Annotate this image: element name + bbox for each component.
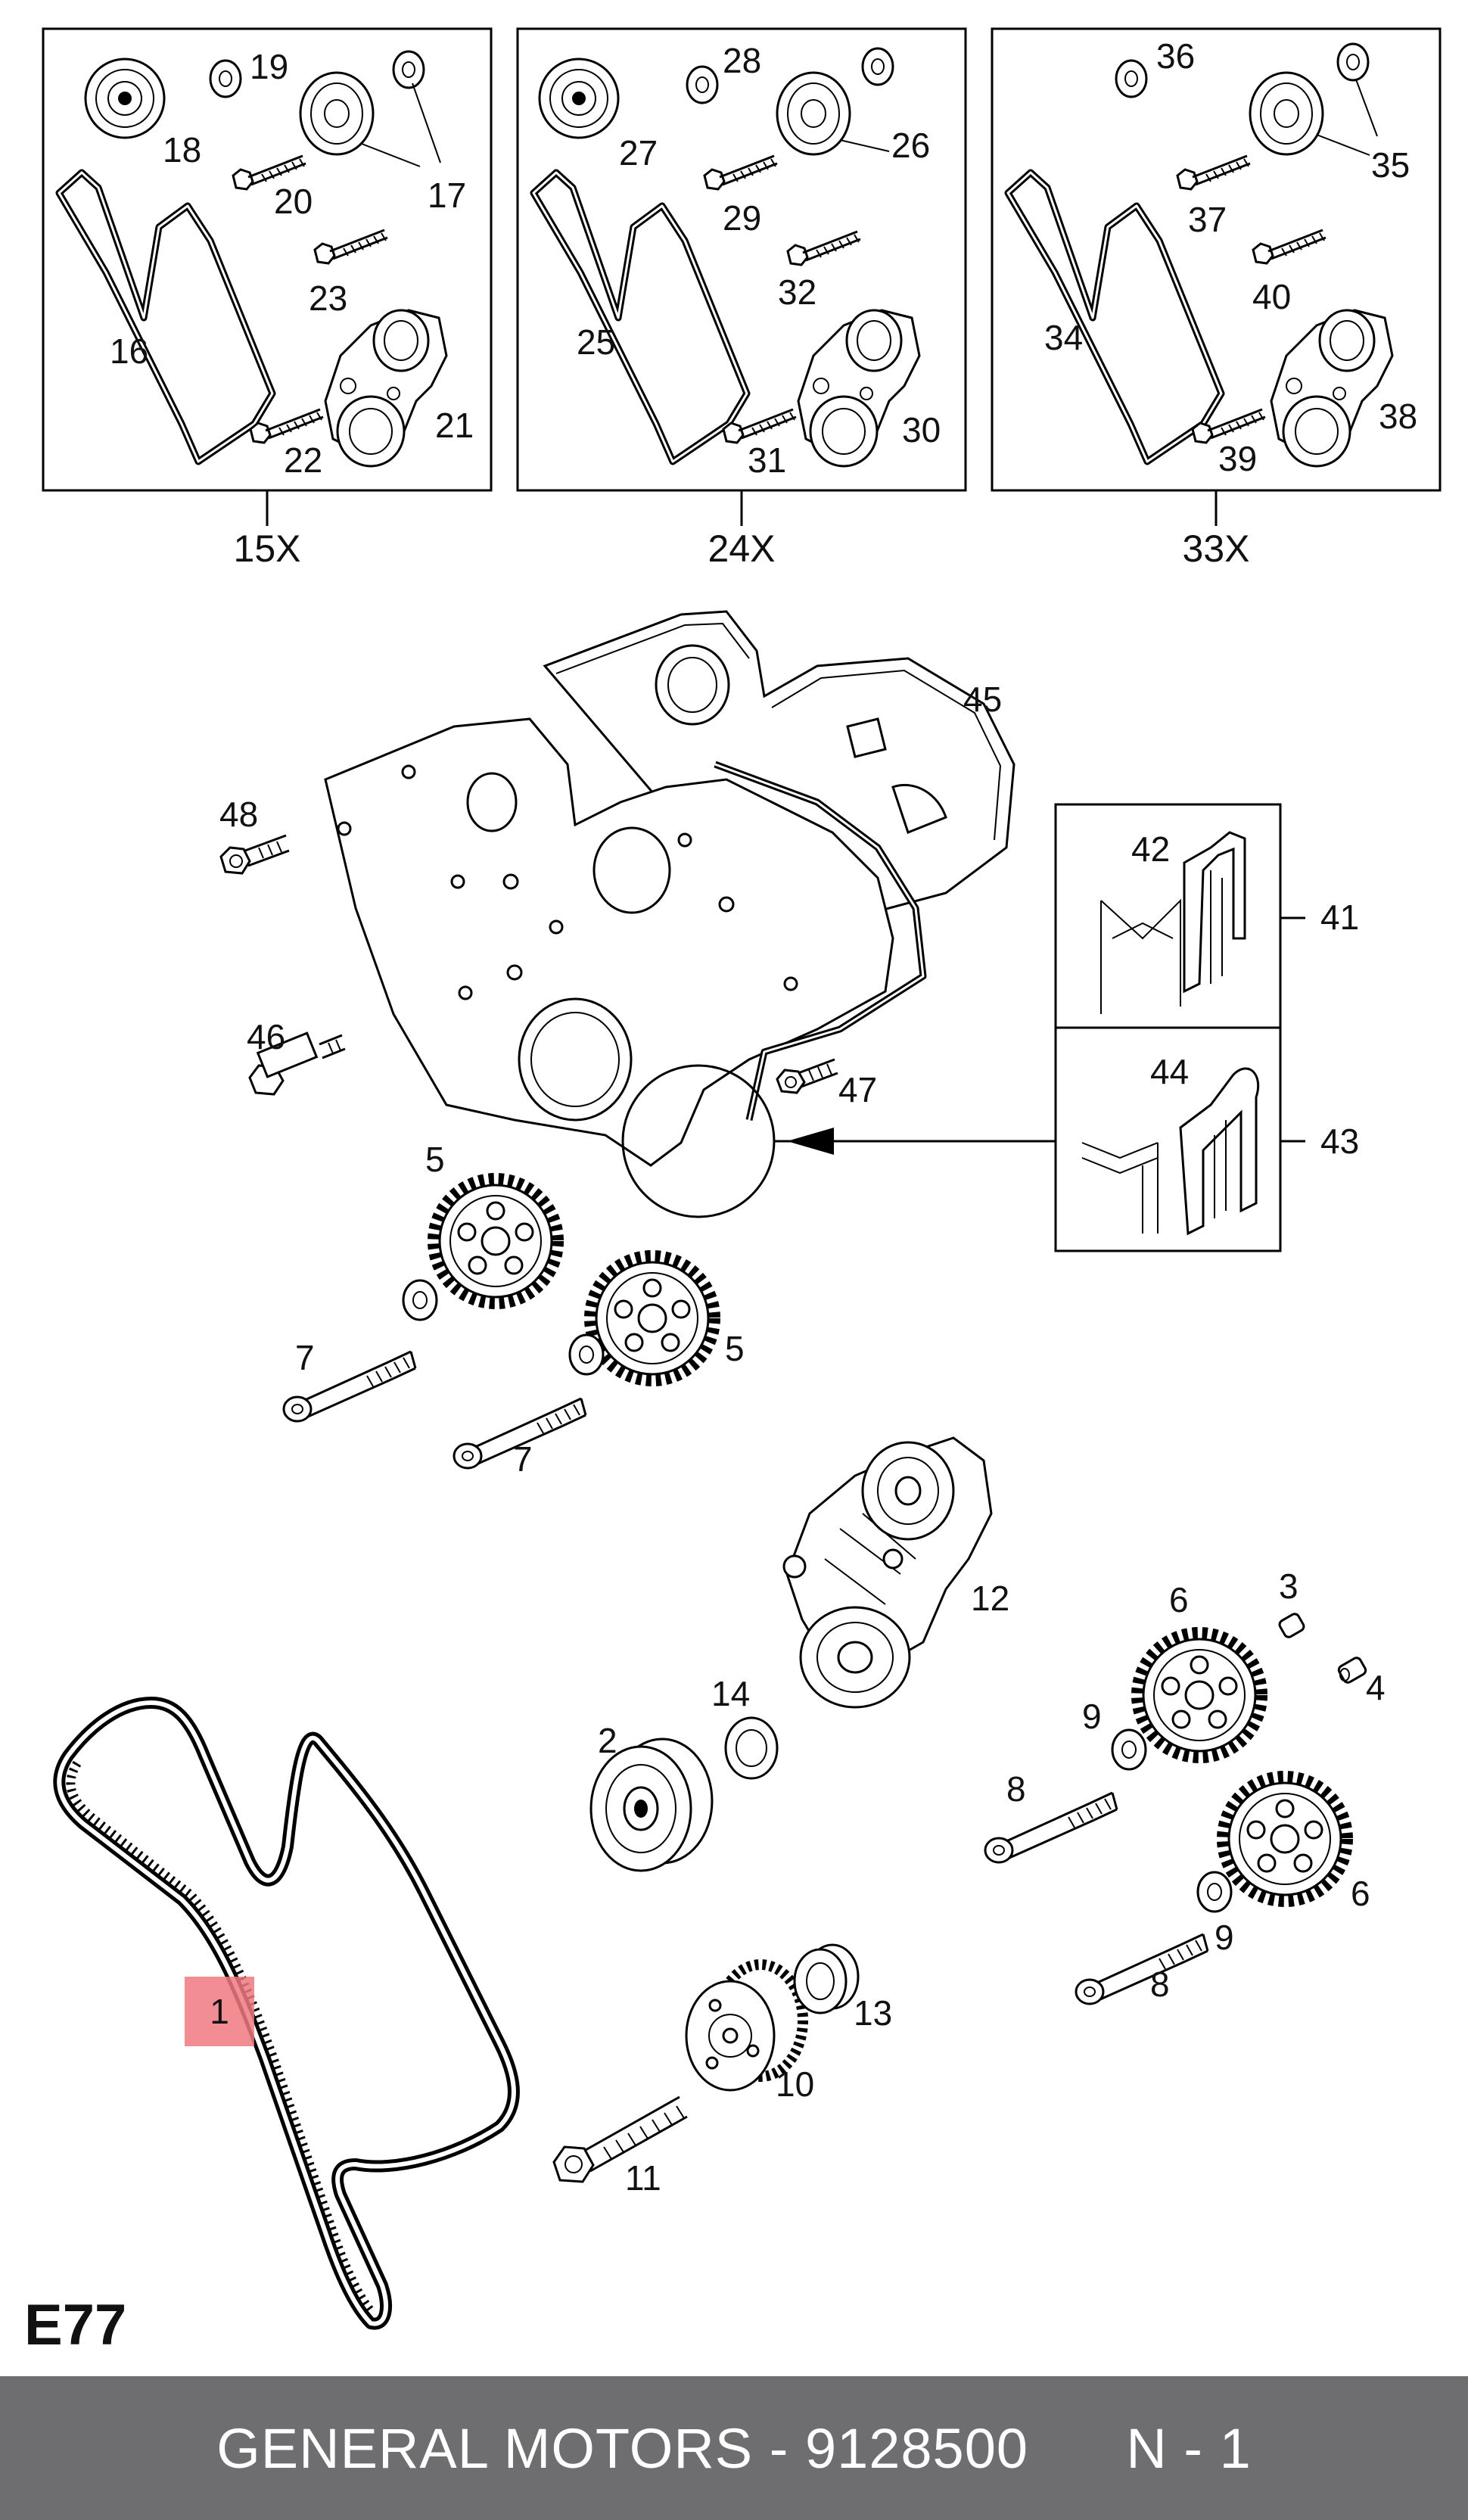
callout-3: 3 (1279, 1566, 1298, 1606)
crank-sprocket (685, 1959, 808, 2092)
callout-8-upper: 8 (1006, 1769, 1026, 1809)
cam-gear-upper (434, 1179, 558, 1303)
footer-brand: GENERAL MOTORS (216, 2416, 754, 2480)
callout-36: 36 (1156, 36, 1195, 76)
pin-3 (1278, 1613, 1305, 1638)
callout-5-upper: 5 (425, 1140, 445, 1179)
cam-gear-right-upper (1137, 1633, 1261, 1757)
cam-gear-lower (590, 1256, 714, 1380)
callout-12: 12 (971, 1579, 1009, 1618)
right-bolt-upper (984, 1791, 1118, 1864)
idler-pulley (589, 1738, 714, 1872)
callout-42: 42 (1131, 829, 1170, 869)
callout-9-lower: 9 (1215, 1918, 1234, 1957)
callout-20: 20 (274, 182, 313, 221)
callout-41: 41 (1320, 898, 1359, 937)
callout-47: 47 (838, 1070, 877, 1109)
callout-21: 21 (435, 406, 474, 445)
callout-17: 17 (428, 176, 466, 215)
callout-2: 2 (598, 1721, 617, 1760)
callout-35: 35 (1371, 145, 1410, 185)
kit-box-24x: 28 26 27 29 32 25 30 31 24X (516, 27, 967, 570)
callout-13: 13 (854, 1993, 892, 2033)
washer-right-upper (1111, 1728, 1147, 1771)
timing-cover (324, 610, 1015, 1218)
callout-29: 29 (723, 198, 761, 238)
right-bolt-lower (1075, 1933, 1209, 2005)
callout-48: 48 (219, 795, 258, 834)
callout-19: 19 (250, 47, 288, 86)
footer-tag: N - 1 (1126, 2416, 1252, 2480)
cover-bolt-small (776, 1058, 838, 1094)
callout-6-lower: 6 (1351, 1874, 1370, 1913)
callout-10: 10 (776, 2064, 814, 2104)
spacer (793, 1943, 860, 2014)
kit-box-33x: 36 35 37 40 34 38 39 33X (991, 27, 1442, 570)
pin-4 (1337, 1657, 1367, 1684)
callout-32: 32 (778, 272, 816, 312)
kit-label-15x: 15X (234, 527, 301, 570)
callout-4: 4 (1366, 1668, 1386, 1707)
footer-text: GENERAL MOTORS - 9128500 N - 1 (216, 2416, 1252, 2481)
callout-37: 37 (1188, 200, 1227, 239)
callout-6-upper: 6 (1169, 1580, 1189, 1619)
callout-7-upper: 7 (295, 1338, 315, 1377)
callout-39: 39 (1218, 439, 1257, 478)
stud (248, 1031, 346, 1096)
callout-40: 40 (1252, 277, 1291, 316)
page-code: E77 (24, 2293, 126, 2357)
seal-detail-box (774, 803, 1305, 1252)
callout-9-upper: 9 (1082, 1697, 1102, 1736)
parts-diagram: 19 18 20 17 23 16 21 22 15X 28 26 27 29 … (24, 27, 1442, 2357)
callout-1: 1 (210, 1992, 229, 2031)
tensioner (782, 1436, 993, 1709)
callout-11: 11 (625, 2158, 661, 2198)
callout-5-lower: 5 (725, 1329, 745, 1368)
callout-45: 45 (963, 680, 1002, 719)
footer-separator: - (769, 2416, 789, 2480)
washer-left-upper (402, 1279, 438, 1321)
callout-18: 18 (163, 130, 201, 170)
footer-part-number: 9128500 (804, 2416, 1029, 2480)
callout-8-lower: 8 (1150, 1965, 1170, 2004)
callout-7-lower: 7 (513, 1439, 533, 1479)
washer-right-lower (1196, 1871, 1233, 1913)
callout-43: 43 (1320, 1122, 1359, 1161)
callout-31: 31 (748, 440, 786, 480)
cover-bolt (219, 834, 290, 875)
callout-23: 23 (309, 278, 347, 318)
highlight-marker (185, 1977, 254, 2046)
kit-box-15x: 19 18 20 17 23 16 21 22 15X (42, 27, 493, 570)
timing-belt (53, 1697, 520, 2330)
pulley-washer (724, 1716, 779, 1780)
kit-label-24x: 24X (708, 527, 776, 570)
crank-bolt (552, 2095, 688, 2183)
kit-label-33x: 33X (1183, 527, 1250, 570)
callout-46: 46 (247, 1017, 285, 1056)
callout-14: 14 (711, 1674, 750, 1713)
callout-22: 22 (284, 440, 322, 480)
callout-30: 30 (902, 410, 941, 450)
cam-gear-right-lower (1223, 1777, 1347, 1901)
callout-38: 38 (1379, 397, 1417, 436)
callout-26: 26 (891, 126, 930, 165)
callout-25: 25 (577, 322, 615, 362)
callout-28: 28 (723, 41, 761, 80)
callout-27: 27 (619, 133, 658, 173)
washer-left-lower (568, 1333, 605, 1376)
callout-34: 34 (1044, 318, 1083, 357)
callout-44: 44 (1150, 1052, 1189, 1091)
footer-bar: GENERAL MOTORS - 9128500 N - 1 (0, 2376, 1468, 2520)
callout-16: 16 (110, 331, 148, 371)
